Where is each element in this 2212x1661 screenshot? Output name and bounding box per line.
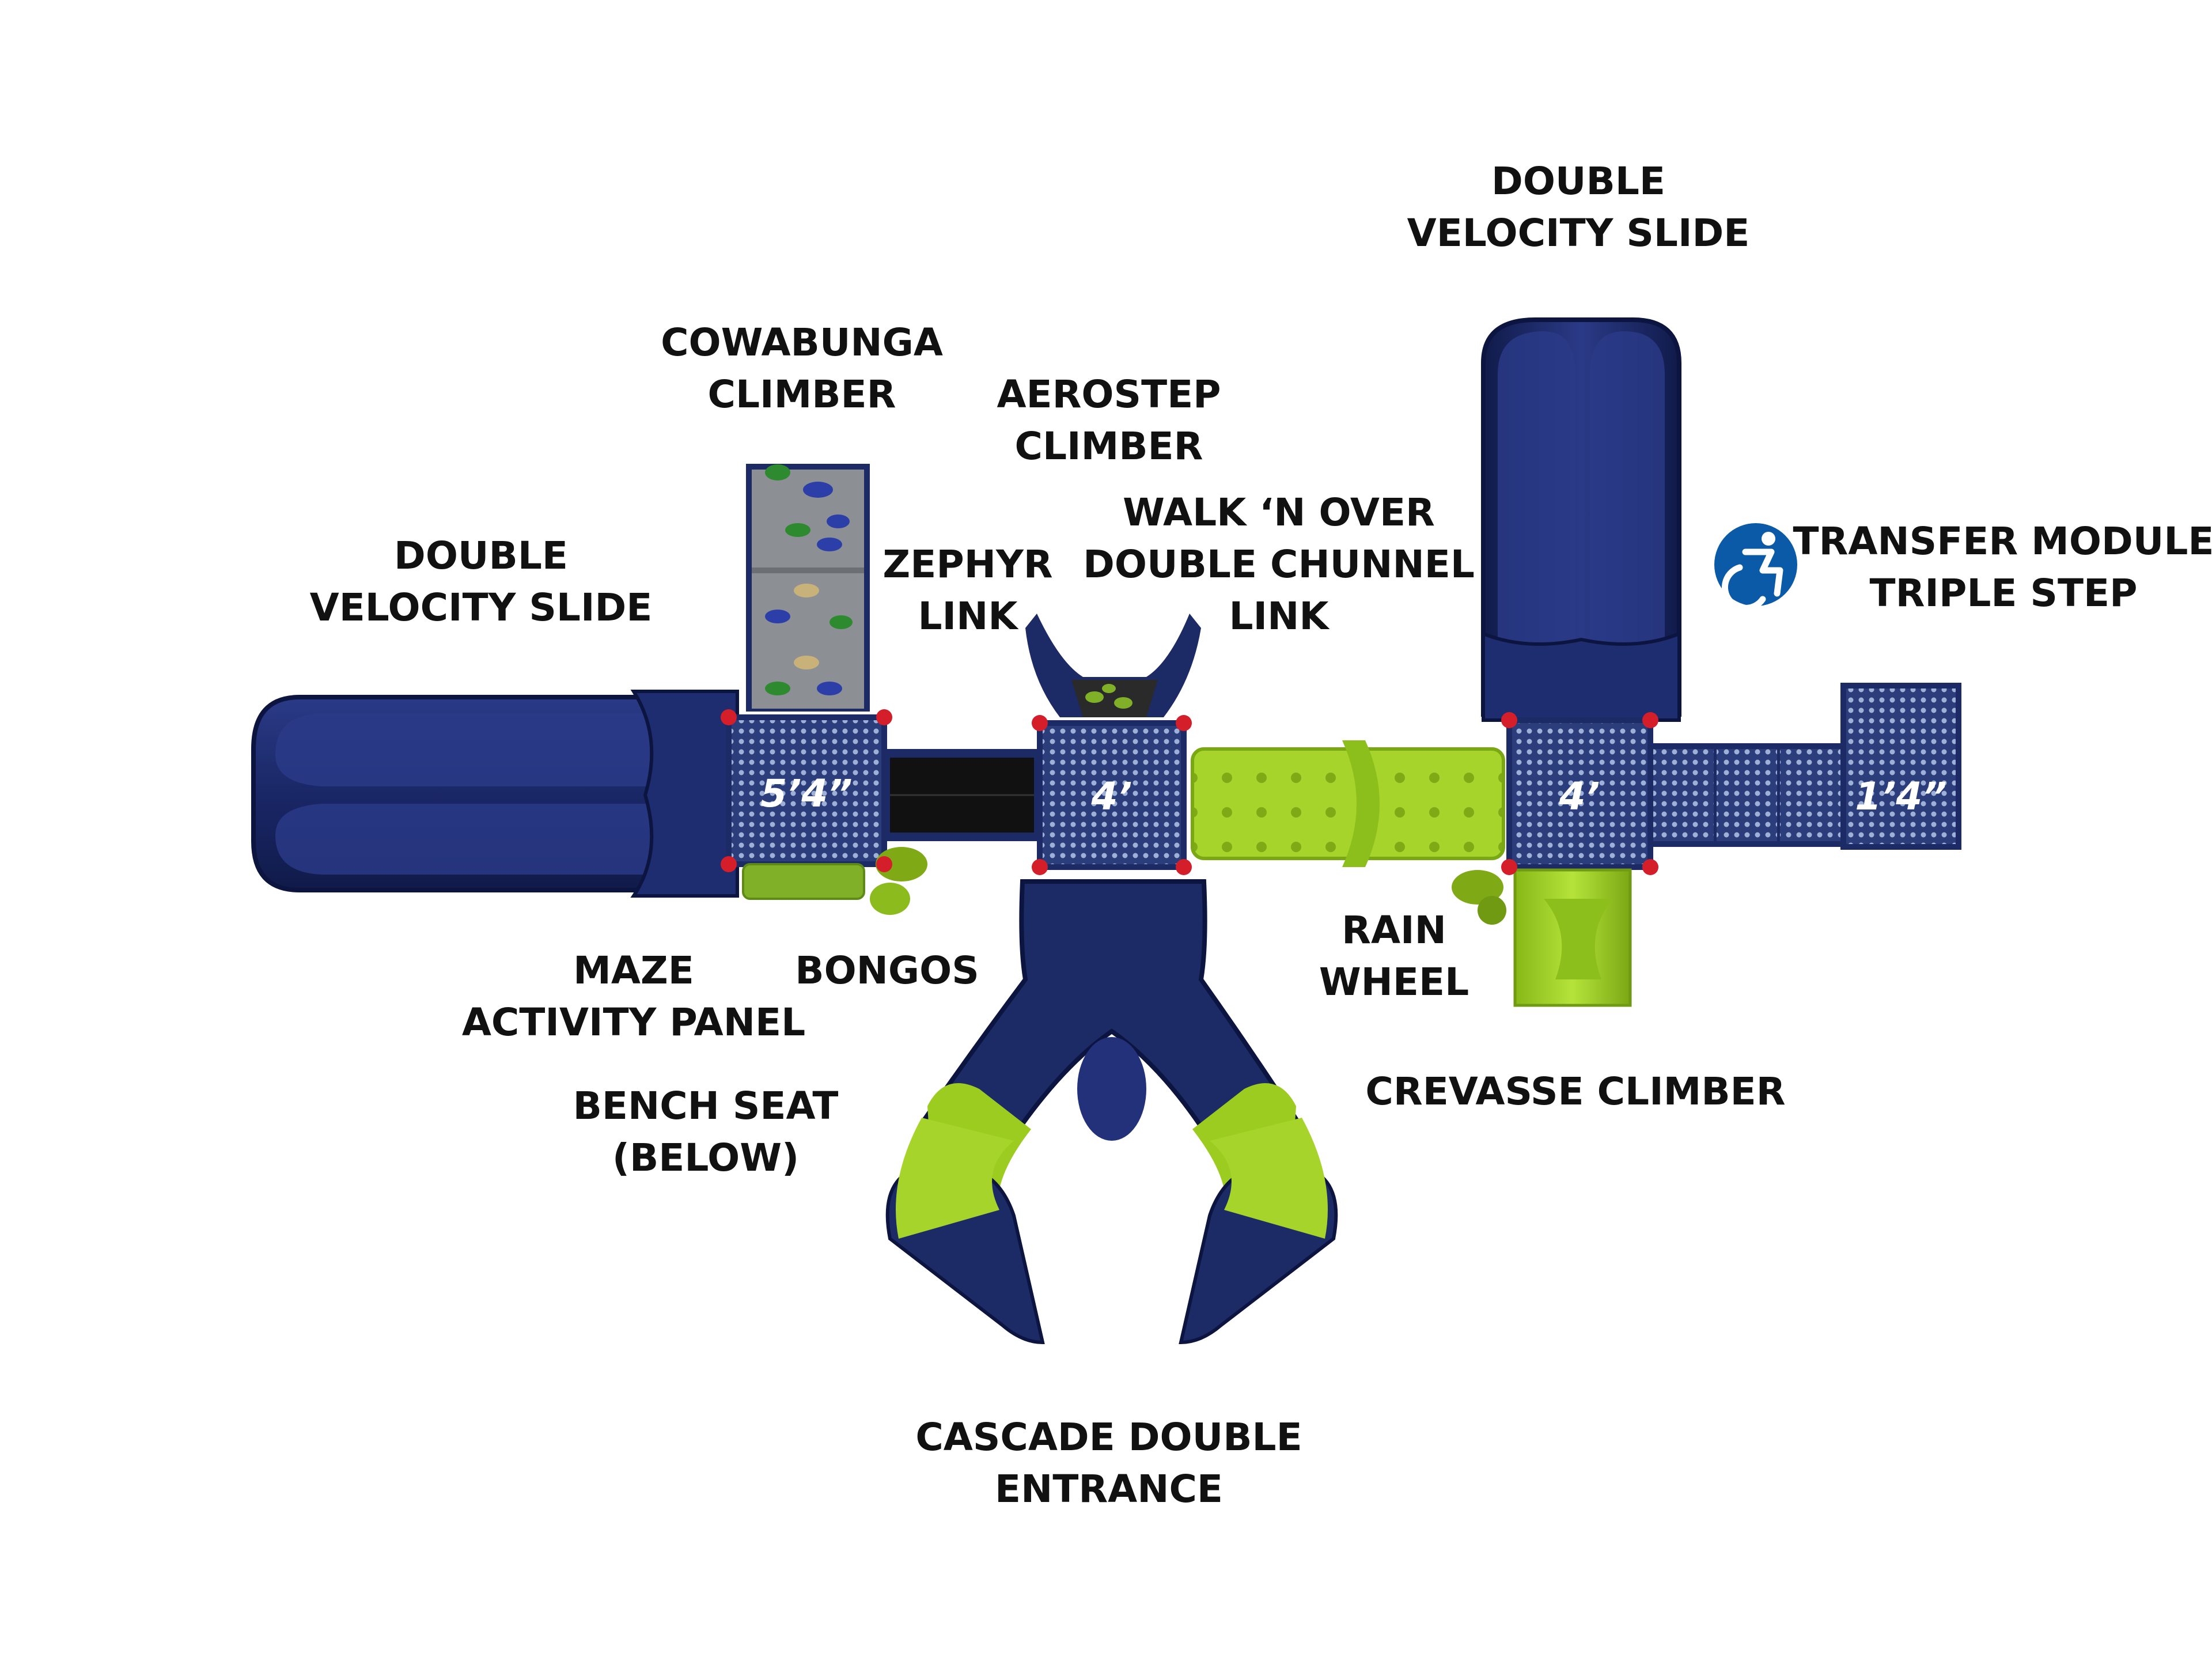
walk-n-over-chunnel-link xyxy=(1191,740,1505,867)
cascade-double-entrance xyxy=(885,879,1338,1345)
cowabunga-climber xyxy=(746,464,870,712)
label-rain-wheel: RAIN WHEEL xyxy=(1319,908,1469,1004)
label-cowabunga-climber: COWABUNGA CLIMBER xyxy=(661,320,943,417)
label-double-velocity-slide-left: DOUBLE VELOCITY SLIDE xyxy=(309,534,653,630)
deck-right-height: 4’ xyxy=(1559,774,1600,819)
label-bench-seat: BENCH SEAT (BELOW) xyxy=(573,1084,839,1180)
rain-wheel xyxy=(1452,870,1506,925)
double-velocity-slide-right xyxy=(1481,317,1681,722)
maze-activity-panel xyxy=(742,863,865,900)
zephyr-link xyxy=(884,749,1040,841)
bongos xyxy=(870,847,927,915)
label-maze-activity-panel: MAZE ACTIVITY PANEL xyxy=(461,948,806,1045)
label-aerostep-climber: AEROSTEP CLIMBER xyxy=(997,372,1221,468)
label-double-velocity-slide-top: DOUBLE VELOCITY SLIDE xyxy=(1407,159,1750,255)
deck-left: 5’4” xyxy=(726,714,887,867)
double-velocity-slide-left xyxy=(251,690,739,898)
transfer-module: 1’4” xyxy=(1650,683,1961,850)
deck-right: 4’ xyxy=(1506,717,1653,870)
deck-center-height: 4’ xyxy=(1091,774,1132,819)
aerostep-climber xyxy=(1025,614,1201,717)
transfer-height: 1’4” xyxy=(1855,774,1946,819)
deck-clamps xyxy=(721,709,1658,875)
label-bongos: BONGOS xyxy=(795,948,979,993)
wheelchair-accessibility-icon xyxy=(1714,523,1797,611)
deck-center: 4’ xyxy=(1037,720,1187,870)
deck-left-height: 5’4” xyxy=(760,771,852,816)
label-transfer-module: TRANSFER MODULE TRIPLE STEP xyxy=(1793,519,2212,615)
label-walk-n-over-chunnel-link: WALK ‘N OVER DOUBLE CHUNNEL LINK xyxy=(1083,490,1475,638)
crevasse-climber xyxy=(1513,868,1632,1007)
label-crevasse-climber: CREVASSE CLIMBER xyxy=(1365,1069,1786,1114)
label-zephyr-link: ZEPHYR LINK xyxy=(882,542,1053,638)
label-cascade-double-entrance: CASCADE DOUBLE ENTRANCE xyxy=(915,1415,1302,1511)
